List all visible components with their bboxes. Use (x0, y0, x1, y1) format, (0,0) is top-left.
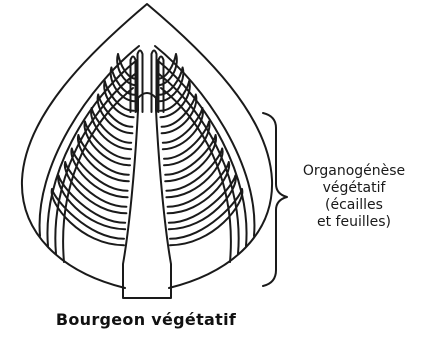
leaf-primordia (52, 51, 243, 246)
bud-scale-left (47, 60, 137, 246)
label-line-3: (écailles (288, 197, 420, 214)
bud-outer-scales (22, 4, 272, 288)
leaf-primordium-right (164, 122, 209, 166)
label-line-1: Organogénèse (288, 163, 420, 180)
bud-scale-right (157, 60, 247, 246)
label-line-2: végétatif (288, 180, 420, 197)
diagram-caption: Bourgeon végétatif (30, 310, 262, 329)
bud-axis-outline (123, 110, 171, 298)
label-line-4: et feuilles) (288, 214, 420, 231)
apical-meristem (138, 93, 156, 110)
organogenesis-label: Organogénèse végétatif (écailles et feui… (288, 163, 420, 231)
organogenesis-bracket (263, 113, 287, 286)
leaf-primordium-left (85, 122, 130, 166)
bud-axis (123, 93, 171, 298)
